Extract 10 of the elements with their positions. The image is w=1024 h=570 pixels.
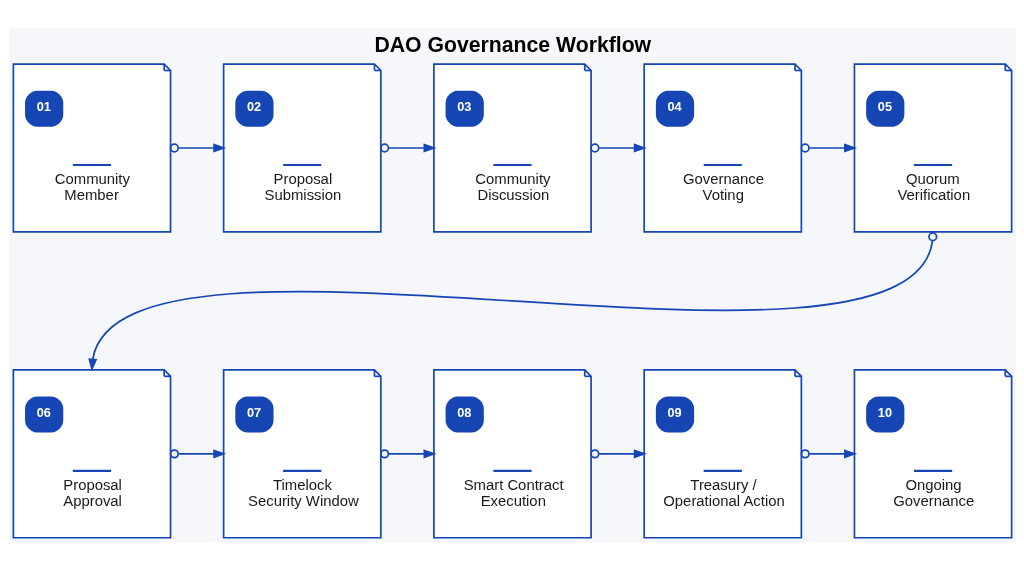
arrow bbox=[800, 449, 857, 459]
arrow bbox=[589, 143, 647, 153]
arrow bbox=[800, 143, 857, 153]
arrow bbox=[379, 143, 436, 153]
arrow bbox=[87, 232, 937, 372]
diagram-title: DAO Governance Workflow bbox=[373, 33, 651, 57]
arrow bbox=[589, 449, 647, 459]
arrow bbox=[169, 143, 226, 153]
arrow bbox=[169, 449, 226, 459]
arrow bbox=[379, 449, 436, 459]
